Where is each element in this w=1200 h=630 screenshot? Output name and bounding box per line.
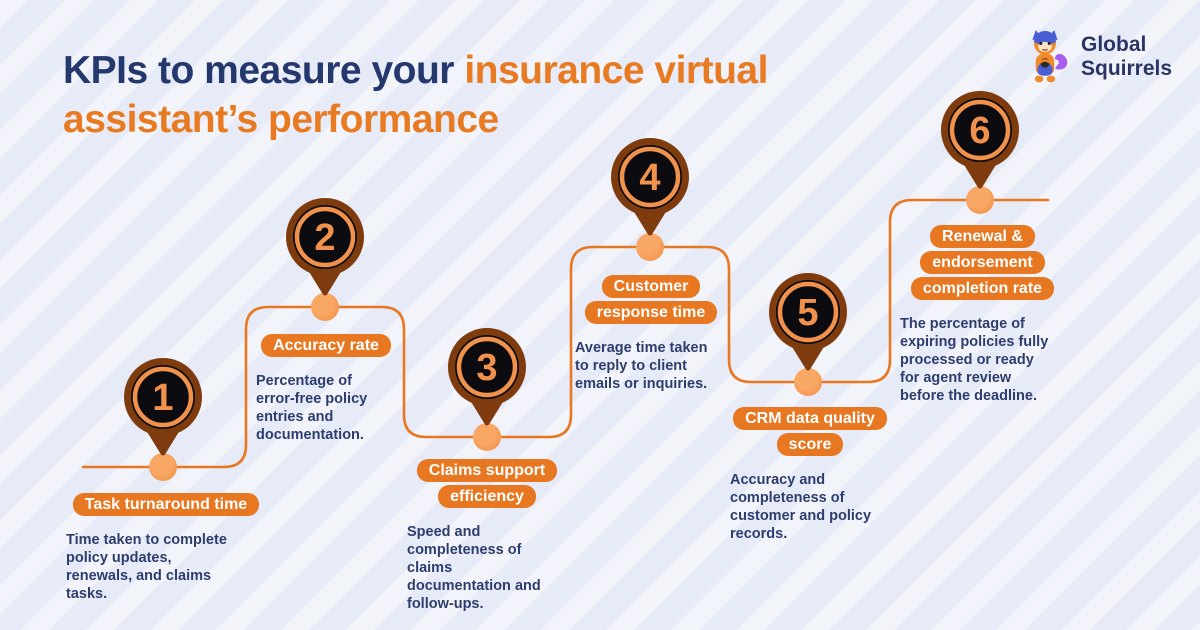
- milestone-dot-3: [473, 423, 501, 451]
- step-label-badge: Accuracy rate: [261, 334, 391, 357]
- step-block-2: Accuracy rate Percentage of error-free p…: [256, 333, 396, 444]
- number-pin-1: 1: [124, 358, 202, 456]
- step-number: 6: [969, 110, 990, 152]
- milestone-dot-2: [311, 293, 339, 321]
- title-orange-part2: assistant’s performance: [63, 98, 499, 141]
- step-label-badge: Renewal & endorsement completion rate: [910, 225, 1055, 300]
- step-block-1: Task turnaround time Time taken to compl…: [66, 492, 266, 603]
- number-pin-4: 4: [611, 138, 689, 236]
- step-label-badge: CRM data quality score: [733, 407, 887, 456]
- step-block-5: CRM data quality score Accuracy and comp…: [730, 406, 890, 543]
- step-block-6: Renewal & endorsement completion rate Th…: [900, 224, 1065, 405]
- step-description: Average time taken to reply to client em…: [575, 339, 708, 392]
- squirrel-mascot-icon: [1032, 30, 1068, 83]
- number-pin-3: 3: [448, 328, 526, 426]
- step-number: 3: [476, 347, 497, 389]
- step-label-badge: Customer response time: [584, 275, 718, 324]
- brand-name-line1: Global: [1081, 33, 1147, 56]
- step-description: Accuracy and completeness of customer an…: [730, 471, 872, 542]
- step-description: Percentage of error-free policy entries …: [256, 372, 368, 443]
- milestone-dot-6: [966, 186, 994, 214]
- title-orange-part1: insurance virtual: [464, 49, 768, 92]
- title-navy-part: KPIs to measure your: [63, 49, 465, 92]
- milestone-dot-4: [636, 233, 664, 261]
- number-pin-2: 2: [286, 198, 364, 296]
- step-description: The percentage of expiring policies full…: [900, 315, 1049, 404]
- step-block-4: Customer response time Average time take…: [575, 274, 727, 393]
- step-number: 4: [639, 157, 660, 199]
- step-number: 1: [152, 377, 173, 419]
- step-label-badge: Task turnaround time: [72, 493, 260, 516]
- step-description: Time taken to complete policy updates, r…: [66, 531, 227, 602]
- page-title: KPIs to measure your insurance virtual as…: [63, 46, 863, 144]
- brand-name-line2: Squirrels: [1081, 57, 1173, 80]
- number-pin-6: 6: [941, 91, 1019, 189]
- step-label-badge: Claims support efficiency: [416, 459, 558, 508]
- number-pin-5: 5: [769, 273, 847, 371]
- milestone-dot-5: [794, 368, 822, 396]
- step-number: 2: [314, 217, 335, 259]
- milestone-dot-1: [149, 453, 177, 481]
- step-block-3: Claims support efficiency Speed and comp…: [407, 458, 567, 613]
- step-number: 5: [797, 292, 818, 334]
- step-description: Speed and completeness of claims documen…: [407, 523, 541, 612]
